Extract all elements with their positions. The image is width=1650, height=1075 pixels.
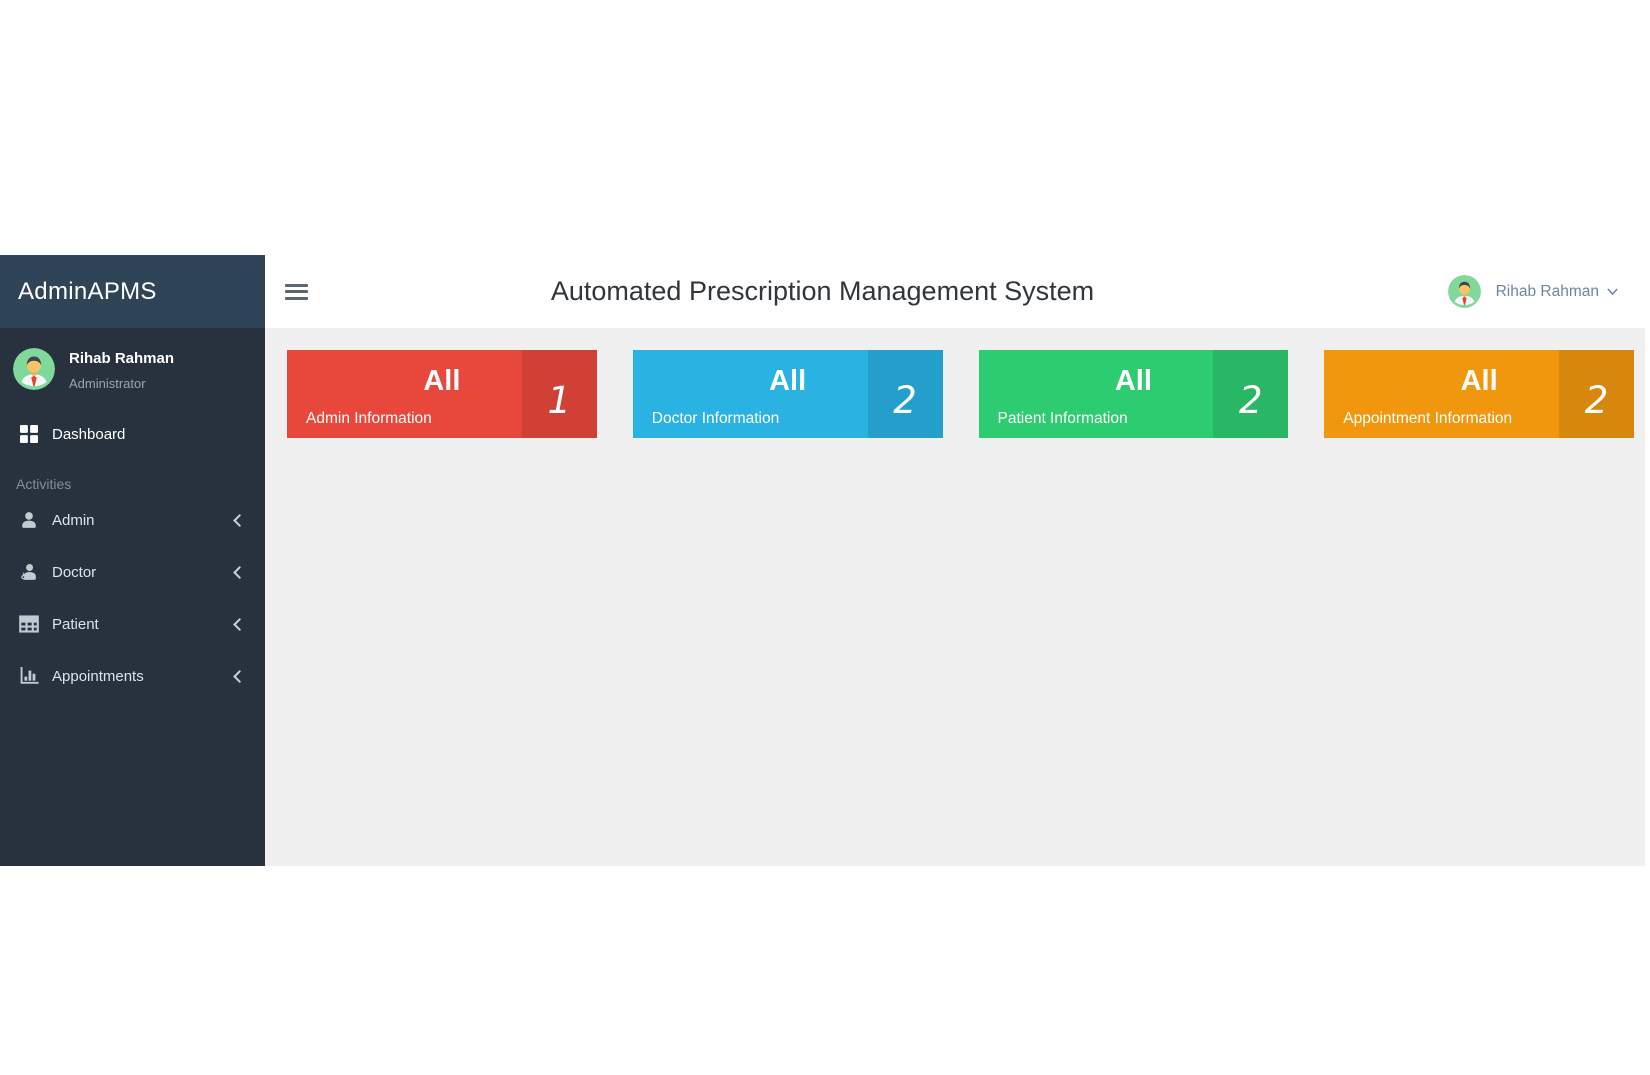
card-heading: All [1114, 365, 1152, 397]
card-count: 2 [893, 378, 917, 422]
user-name: Rihab Rahman [69, 350, 175, 367]
sidebar-item-label: Dashboard [52, 425, 126, 443]
app-window: AdminAPMS Rihab Rahman Administrator [0, 255, 1645, 866]
sidebar-item-appointments[interactable]: Appointments [0, 650, 265, 702]
user-menu[interactable]: Rihab Rahman [1447, 255, 1618, 328]
sidebar-item-label: Appointments [52, 667, 144, 685]
chevron-left-icon [233, 618, 241, 631]
card-admin-information[interactable]: All Admin Information 1 [287, 350, 597, 438]
card-label: Appointment Information [1343, 410, 1513, 427]
hamburger-bar [285, 290, 308, 293]
sidebar-item-dashboard[interactable]: Dashboard [0, 411, 265, 457]
sidebar-item-label: Patient [52, 615, 99, 633]
bar-chart-icon [19, 667, 39, 685]
card-count-band: 1 [521, 350, 597, 438]
chevron-left-icon [233, 514, 241, 527]
user-avatar-image [1447, 275, 1481, 308]
chevron-left-icon [233, 670, 241, 683]
sidebar-item-label: Admin [52, 511, 95, 529]
sidebar-nav: Dashboard Activities Admin Doctor [0, 411, 265, 702]
sidebar-toggle-button[interactable] [285, 283, 308, 301]
user-avatar-image [13, 348, 55, 390]
table-icon [19, 615, 39, 633]
user-icon [19, 511, 39, 529]
card-heading: All [423, 365, 461, 397]
sidebar-item-doctor[interactable]: Doctor [0, 546, 265, 598]
hamburger-bar [285, 283, 308, 287]
avatar [1447, 275, 1481, 308]
card-label: Doctor Information [651, 410, 780, 427]
sidebar-item-admin[interactable]: Admin [0, 494, 265, 546]
doctor-icon [19, 563, 39, 581]
card-label: Admin Information [306, 410, 432, 427]
info-cards-row: All Admin Information 1 All Doctor Infor… [265, 328, 1645, 438]
card-patient-information[interactable]: All Patient Information 2 [978, 350, 1289, 438]
chevron-left-icon [233, 566, 241, 579]
hamburger-bar [285, 296, 308, 300]
card-count: 2 [1584, 378, 1609, 422]
card-count: 1 [547, 378, 572, 422]
sidebar: AdminAPMS Rihab Rahman Administrator [0, 255, 265, 866]
sidebar-user-panel: Rihab Rahman Administrator [0, 328, 265, 399]
dashboard-grid-icon [19, 425, 39, 443]
card-heading: All [769, 365, 807, 397]
topbar: Rihab Rahman [265, 255, 1645, 328]
main-content: All Admin Information 1 All Doctor Infor… [265, 328, 1645, 866]
card-heading: All [1460, 365, 1498, 397]
card-count-band: 2 [1213, 350, 1289, 438]
card-doctor-information[interactable]: All Doctor Information 2 [632, 350, 943, 438]
avatar [13, 348, 55, 390]
card-count-band: 2 [867, 350, 943, 438]
user-role: Administrator [69, 376, 146, 391]
sidebar-item-patient[interactable]: Patient [0, 598, 265, 650]
card-label: Patient Information [997, 410, 1128, 427]
sidebar-section-activities: Activities [16, 476, 72, 492]
card-appointment-information[interactable]: All Appointment Information 2 [1324, 350, 1634, 438]
card-count-band: 2 [1559, 350, 1634, 438]
chevron-down-icon [1607, 288, 1618, 296]
user-menu-name: Rihab Rahman [1495, 282, 1599, 300]
app-logo[interactable]: AdminAPMS [0, 255, 265, 328]
sidebar-item-label: Doctor [52, 563, 97, 581]
sidebar-user-texts: Rihab Rahman Administrator [69, 348, 174, 391]
card-count: 2 [1238, 378, 1263, 422]
